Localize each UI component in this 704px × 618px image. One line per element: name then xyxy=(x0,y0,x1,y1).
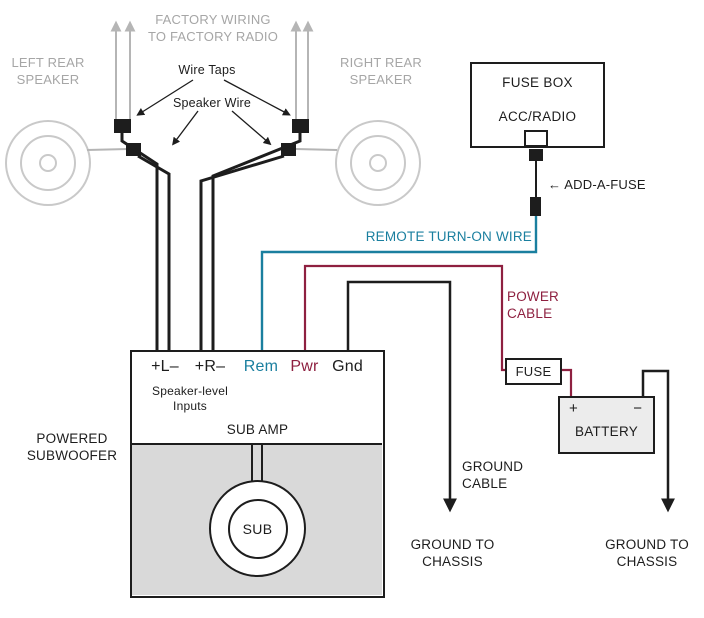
add-a-fuse-connector-icon xyxy=(530,197,541,216)
fuse-label: FUSE xyxy=(515,364,552,379)
battery: + − BATTERY xyxy=(558,396,655,454)
ground-cable-wire xyxy=(346,280,457,513)
battery-plus-terminal: + xyxy=(569,400,578,417)
add-a-fuse-label: ← ADD-A-FUSE xyxy=(548,177,646,192)
speaker-wire-label: Speaker Wire xyxy=(172,96,252,110)
battery-minus-terminal: − xyxy=(633,400,642,417)
right-speaker-icon xyxy=(335,120,421,206)
sub-speaker-ring-icon: SUB xyxy=(227,498,288,559)
power-cable-to-battery-wire xyxy=(560,368,573,397)
factory-wiring-label: FACTORY WIRING TO FACTORY RADIO xyxy=(147,12,279,44)
fuse-box-title: FUSE BOX xyxy=(502,75,573,90)
acc-radio-slot-label: ACC/RADIO xyxy=(498,109,577,124)
sub-wire-stub-icon xyxy=(251,445,263,482)
fuse-box: FUSE BOX ACC/RADIO xyxy=(470,62,605,148)
remote-turn-on-wire-label: REMOTE TURN-ON WIRE xyxy=(365,229,532,244)
terminal-power-label: Pwr xyxy=(290,358,319,375)
sub-amp-label: SUB AMP xyxy=(226,422,289,437)
factory-wiring-arrows-icon xyxy=(110,20,314,119)
fuse-box-tap-icon xyxy=(529,149,543,161)
wire-taps-label: Wire Taps xyxy=(178,63,236,77)
remote-turn-on-wire xyxy=(260,216,538,352)
terminal-remote-label: Rem xyxy=(243,358,279,375)
subwoofer-enclosure: SUB xyxy=(132,443,382,595)
ground-to-chassis-right-label: GROUND TO CHASSIS xyxy=(605,537,689,570)
sub-label: SUB xyxy=(242,520,273,537)
power-cable-label: POWER CABLE xyxy=(507,289,560,322)
battery-ground-wire xyxy=(641,369,675,513)
annotation-arrows xyxy=(136,79,291,146)
left-rear-speaker-label: LEFT REAR SPEAKER xyxy=(11,55,85,87)
left-speaker-lead xyxy=(86,148,129,151)
right-speaker-lead xyxy=(295,148,338,151)
right-rear-speaker-label: RIGHT REAR SPEAKER xyxy=(340,55,422,87)
terminal-ground-label: Gnd xyxy=(332,358,363,375)
battery-label: BATTERY xyxy=(574,424,639,439)
terminal-right-input-label: +R– xyxy=(194,358,226,375)
wire-tap-left-icon xyxy=(114,119,131,133)
speaker-level-inputs-label: Speaker-level Inputs xyxy=(152,384,228,414)
wire-tap-right-icon xyxy=(292,119,309,133)
acc-radio-slot-icon xyxy=(524,130,548,147)
speaker-wires xyxy=(120,133,302,352)
powered-subwoofer-unit: +L– +R– Rem Pwr Gnd Speaker-level Inputs… xyxy=(130,350,385,598)
power-cable-wire xyxy=(303,264,507,372)
powered-subwoofer-label: POWERED SUBWOOFER xyxy=(26,431,118,464)
ground-cable-label: GROUND CABLE xyxy=(462,459,524,492)
sub-speaker-icon: SUB xyxy=(209,480,306,577)
ground-to-chassis-left-label: GROUND TO CHASSIS xyxy=(410,537,495,570)
left-speaker-icon xyxy=(5,120,91,206)
terminal-left-input-label: +L– xyxy=(151,358,179,375)
inline-fuse: FUSE xyxy=(505,358,562,385)
